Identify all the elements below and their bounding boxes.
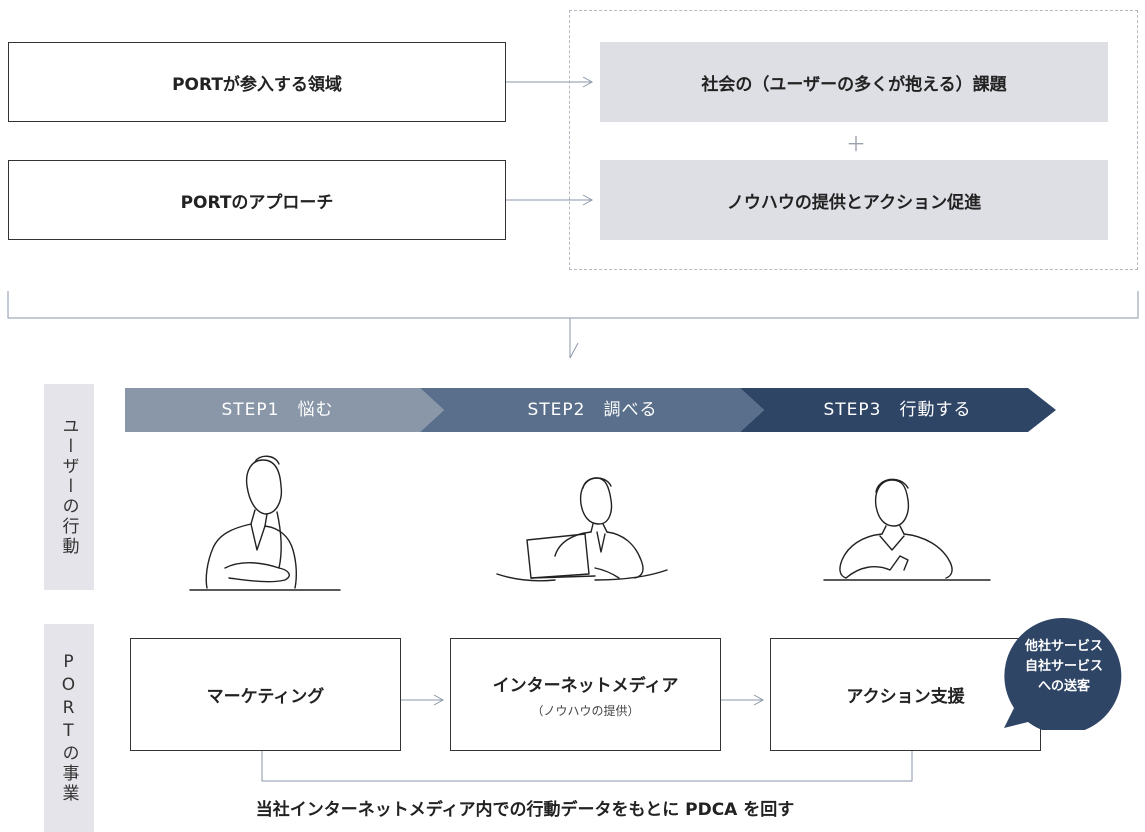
approach-box-label: PORTのアプローチ (180, 192, 334, 213)
arrow-approach-to-know (506, 194, 594, 206)
laptop-person-icon (496, 477, 668, 582)
marketing-box: マーケティング (130, 638, 401, 751)
thinking-person-icon (189, 455, 341, 591)
pdca-caption: 当社インターネットメディア内での行動データをもとに PDCA を回す (255, 800, 795, 820)
know-box-label: ノウハウの提供とアクション促進 (726, 192, 982, 213)
down-arrow (569, 318, 579, 359)
plus-sign: ＋ (846, 132, 866, 156)
domain-box-label: PORTが参入する領域 (172, 74, 342, 95)
bubble-line2: 自社サービス (1024, 659, 1103, 674)
step1-segment (125, 388, 444, 432)
port-business-label: PORTの事業 (58, 652, 79, 804)
media-sub: （ノウハウの提供） (531, 703, 640, 718)
domain-box: PORTが参入する領域 (8, 42, 506, 122)
user-action-label-box: ユーザーの行動 (44, 384, 94, 590)
know-box: ノウハウの提供とアクション促進 (600, 160, 1108, 240)
approach-box: PORTのアプローチ (8, 160, 506, 240)
speech-bubble (1004, 617, 1122, 730)
step2-segment (420, 388, 764, 432)
bracket-line (7, 291, 1139, 319)
step3-segment (740, 388, 1056, 432)
dashed-region (569, 10, 1138, 270)
action-support-box: アクション支援 (770, 638, 1041, 751)
arrow-media-to-action (721, 694, 765, 706)
marketing-label: マーケティング (206, 687, 325, 707)
port-business-label-box: PORTの事業 (44, 624, 94, 832)
step1-label: STEP1 悩む (221, 400, 334, 420)
issue-box-label: 社会の（ユーザーの多くが抱える）課題 (701, 74, 1007, 95)
bubble-line1: 他社サービス (1024, 639, 1103, 654)
user-action-label: ユーザーの行動 (58, 417, 79, 557)
issue-box: 社会の（ユーザーの多くが抱える）課題 (600, 42, 1108, 122)
arrow-domain-to-issue (506, 76, 594, 88)
action-support-label: アクション支援 (846, 687, 965, 707)
media-title: インターネットメディア (492, 675, 679, 696)
step2-label: STEP2 調べる (527, 400, 658, 420)
bubble-line3: への送客 (1037, 679, 1090, 694)
bubble-text: 他社サービス 自社サービス への送客 (996, 627, 1132, 707)
arrow-marketing-to-media (401, 694, 445, 706)
step3-label: STEP3 行動する (823, 400, 972, 420)
media-box: インターネットメディア （ノウハウの提供） (450, 638, 721, 751)
pointing-person-icon (823, 478, 991, 581)
